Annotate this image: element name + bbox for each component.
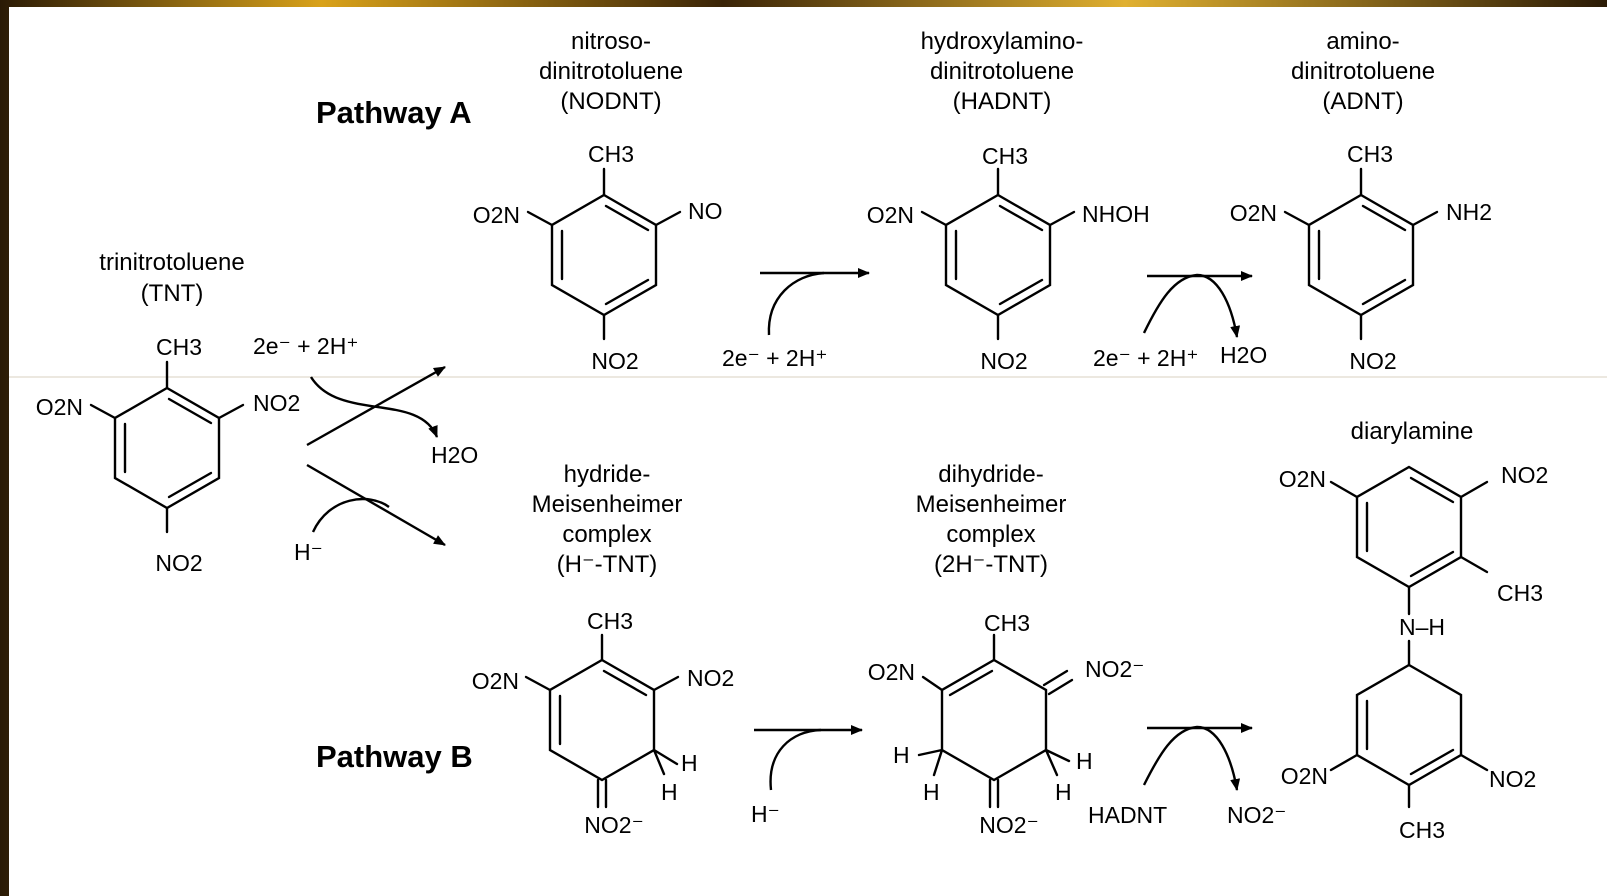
tnt-abbr: (TNT)	[141, 280, 204, 307]
nodnt-name-2: dinitrotoluene	[539, 58, 683, 85]
adnt-no2-bottom: NO2	[1349, 348, 1396, 374]
pathway-a-label: Pathway A	[316, 95, 472, 130]
h2-tnt-name-1: dihydride-	[938, 461, 1043, 488]
pathway-b-label: Pathway B	[316, 739, 473, 774]
h2-tnt-h-left1: H	[893, 742, 910, 768]
reagent-b1-in: H⁻	[294, 539, 323, 565]
reagent-a3-out: H2O	[1220, 342, 1267, 368]
reagent-a3-in: 2e⁻ + 2H⁺	[1093, 345, 1198, 371]
arrow-a1: 2e⁻ + 2H⁺ H2O	[253, 333, 478, 468]
diarylamine-ch3-upper: CH3	[1497, 580, 1543, 606]
h2-tnt-o2n-left: O2N	[868, 659, 915, 685]
hadnt-name-1: hydroxylamino-	[921, 28, 1084, 55]
h2-tnt-h-right1: H	[1076, 748, 1093, 774]
h-tnt-name-2: Meisenheimer	[532, 491, 683, 518]
diarylamine-upper-ring	[1355, 465, 1463, 589]
h2-tnt-ring	[940, 658, 1048, 782]
h-tnt-h2: H	[661, 779, 678, 805]
diarylamine-lower-ring	[1355, 663, 1463, 787]
diarylamine-no2-upper: NO2	[1501, 462, 1548, 488]
tnt-no2-bottom: NO2	[155, 550, 202, 576]
nodnt-no2-bottom: NO2	[591, 348, 638, 374]
hadnt-abbr: (HADNT)	[953, 88, 1052, 115]
h2-tnt-abbr: (2H⁻-TNT)	[934, 551, 1048, 578]
adnt-name-1: amino-	[1326, 28, 1399, 55]
nodnt-ring	[550, 193, 658, 317]
h2-tnt-name-2: Meisenheimer	[916, 491, 1067, 518]
h-tnt-no2-bottom: NO2⁻	[584, 812, 643, 838]
diarylamine-no2-lower: NO2	[1489, 766, 1536, 792]
adnt-nh2-right: NH2	[1446, 199, 1492, 225]
adnt-ring	[1307, 193, 1415, 317]
slide-canvas: Pathway A Pathway B trinitrotoluene (TNT…	[9, 7, 1607, 896]
adnt-abbr: (ADNT)	[1322, 88, 1403, 115]
adnt-structure: amino- dinitrotoluene (ADNT) CH3 NH2 O2N…	[1230, 28, 1492, 374]
reagent-b2-in: H⁻	[751, 801, 780, 827]
h2-tnt-ch3: CH3	[984, 610, 1030, 636]
hadnt-ch3: CH3	[982, 143, 1028, 169]
h-tnt-ch3: CH3	[587, 608, 633, 634]
reagent-b3-in: HADNT	[1088, 802, 1167, 828]
h-tnt-o2n-left: O2N	[472, 668, 519, 694]
nodnt-no-right: NO	[688, 198, 723, 224]
diarylamine-name: diarylamine	[1351, 418, 1474, 445]
reaction-scheme-diagram: Pathway A Pathway B trinitrotoluene (TNT…	[9, 28, 1607, 843]
h2-tnt-h-right2: H	[1055, 779, 1072, 805]
hadnt-structure: hydroxylamino- dinitrotoluene (HADNT) CH…	[867, 28, 1150, 374]
adnt-ch3: CH3	[1347, 141, 1393, 167]
arrow-b1: H⁻	[294, 463, 446, 565]
tnt-no2-right: NO2	[253, 390, 300, 416]
reagent-a1-out: H2O	[431, 442, 478, 468]
hadnt-no2-bottom: NO2	[980, 348, 1027, 374]
hadnt-name-2: dinitrotoluene	[930, 58, 1074, 85]
h-tnt-name-1: hydride-	[564, 461, 651, 488]
h-tnt-name-3: complex	[562, 521, 651, 548]
adnt-name-2: dinitrotoluene	[1291, 58, 1435, 85]
diarylamine-nh-link: N–H	[1399, 614, 1445, 640]
h-tnt-structure: hydride- Meisenheimer complex (H⁻-TNT) C…	[472, 461, 735, 838]
h2-tnt-structure: dihydride- Meisenheimer complex (2H⁻-TNT…	[868, 461, 1145, 838]
arrow-a2: 2e⁻ + 2H⁺	[722, 268, 870, 371]
diarylamine-structure: diarylamine O2N NO2 CH3 N–H O2N NO2 CH3	[1279, 418, 1549, 843]
nodnt-abbr: (NODNT)	[560, 88, 661, 115]
h2-tnt-name-3: complex	[946, 521, 1035, 548]
nodnt-structure: nitroso- dinitrotoluene (NODNT) CH3 NO O…	[473, 28, 723, 374]
diarylamine-o2n-lower: O2N	[1281, 763, 1328, 789]
hadnt-o2n-left: O2N	[867, 202, 914, 228]
h2-tnt-h-left2: H	[923, 779, 940, 805]
reagent-a2-in: 2e⁻ + 2H⁺	[722, 345, 827, 371]
tnt-ring	[113, 386, 221, 510]
hadnt-ring	[944, 193, 1052, 317]
hadnt-nhoh-right: NHOH	[1082, 201, 1150, 227]
h-tnt-abbr: (H⁻-TNT)	[557, 551, 658, 578]
h-tnt-ring	[548, 658, 656, 782]
reagent-b3-out: NO2⁻	[1227, 802, 1286, 828]
diarylamine-ch3-lower: CH3	[1399, 817, 1445, 843]
nodnt-ch3: CH3	[588, 141, 634, 167]
h-tnt-h1: H	[681, 750, 698, 776]
arrow-a3: 2e⁻ + 2H⁺ H2O	[1093, 271, 1267, 371]
reagent-a1-in: 2e⁻ + 2H⁺	[253, 333, 358, 359]
h2-tnt-no2-bottom: NO2⁻	[979, 812, 1038, 838]
arrow-b3: HADNT NO2⁻	[1088, 723, 1286, 828]
adnt-o2n-left: O2N	[1230, 200, 1277, 226]
h2-tnt-no2-right: NO2⁻	[1085, 656, 1144, 682]
h-tnt-no2-right: NO2	[687, 665, 734, 691]
tnt-name: trinitrotoluene	[99, 249, 244, 276]
arrow-b2: H⁻	[751, 725, 863, 827]
nodnt-o2n-left: O2N	[473, 202, 520, 228]
diarylamine-o2n-upper: O2N	[1279, 466, 1326, 492]
tnt-ch3: CH3	[156, 334, 202, 360]
nodnt-name-1: nitroso-	[571, 28, 651, 55]
tnt-structure: trinitrotoluene (TNT) CH3 NO2 O2N NO2	[36, 249, 301, 576]
tnt-o2n-left: O2N	[36, 394, 83, 420]
